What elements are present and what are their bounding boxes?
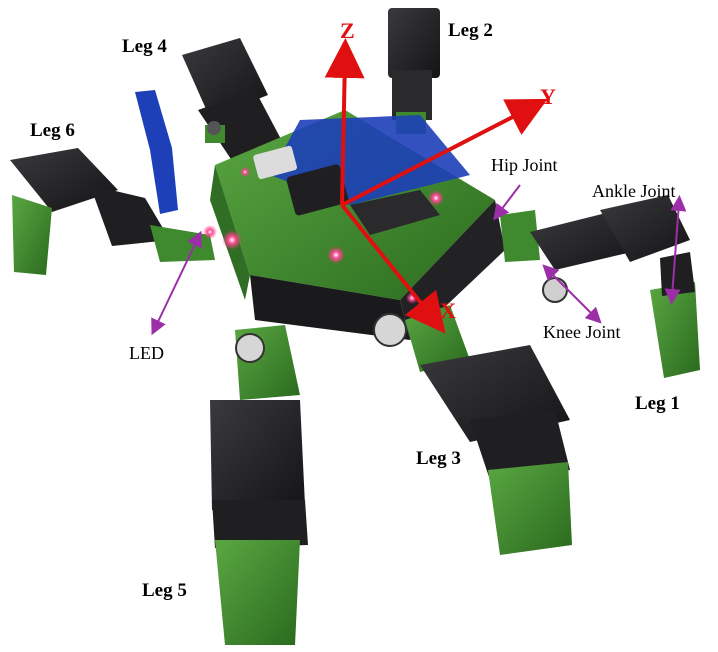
knee-joint-label: Knee Joint bbox=[543, 322, 621, 342]
hip-joint-label: Hip Joint bbox=[491, 155, 558, 175]
y-axis-arrow bbox=[341, 98, 548, 207]
leg-6-servo bbox=[10, 148, 215, 275]
annotation-arrows bbox=[151, 184, 687, 336]
led-arrow bbox=[151, 230, 202, 336]
ankle-joint-label: Ankle Joint bbox=[592, 181, 676, 201]
leg-1-label: Leg 1 bbox=[635, 393, 680, 414]
z-axis-label: Z bbox=[340, 18, 355, 43]
leg-2-servo bbox=[388, 8, 440, 134]
leg-2-label: Leg 2 bbox=[448, 20, 493, 41]
hip-joint-arrow bbox=[493, 184, 521, 221]
led-label: LED bbox=[129, 343, 164, 363]
knee-joint-arrow bbox=[542, 264, 602, 324]
x-axis-label: X bbox=[440, 298, 456, 323]
leg-6-label: Leg 6 bbox=[30, 120, 75, 141]
coordinate-axes bbox=[324, 38, 548, 334]
tape-strip bbox=[135, 90, 178, 214]
y-axis-label: Y bbox=[540, 84, 556, 109]
ankle-joint-arrow bbox=[664, 195, 687, 305]
leg-5-label: Leg 5 bbox=[142, 580, 187, 601]
robot-body bbox=[210, 110, 505, 340]
leg-5-servo bbox=[210, 325, 308, 645]
leg-4-label: Leg 4 bbox=[122, 36, 167, 57]
x-axis-arrow bbox=[340, 203, 446, 334]
leg-3-label: Leg 3 bbox=[416, 448, 461, 469]
leg-3-servo bbox=[373, 305, 572, 555]
z-axis-arrow bbox=[324, 38, 365, 206]
